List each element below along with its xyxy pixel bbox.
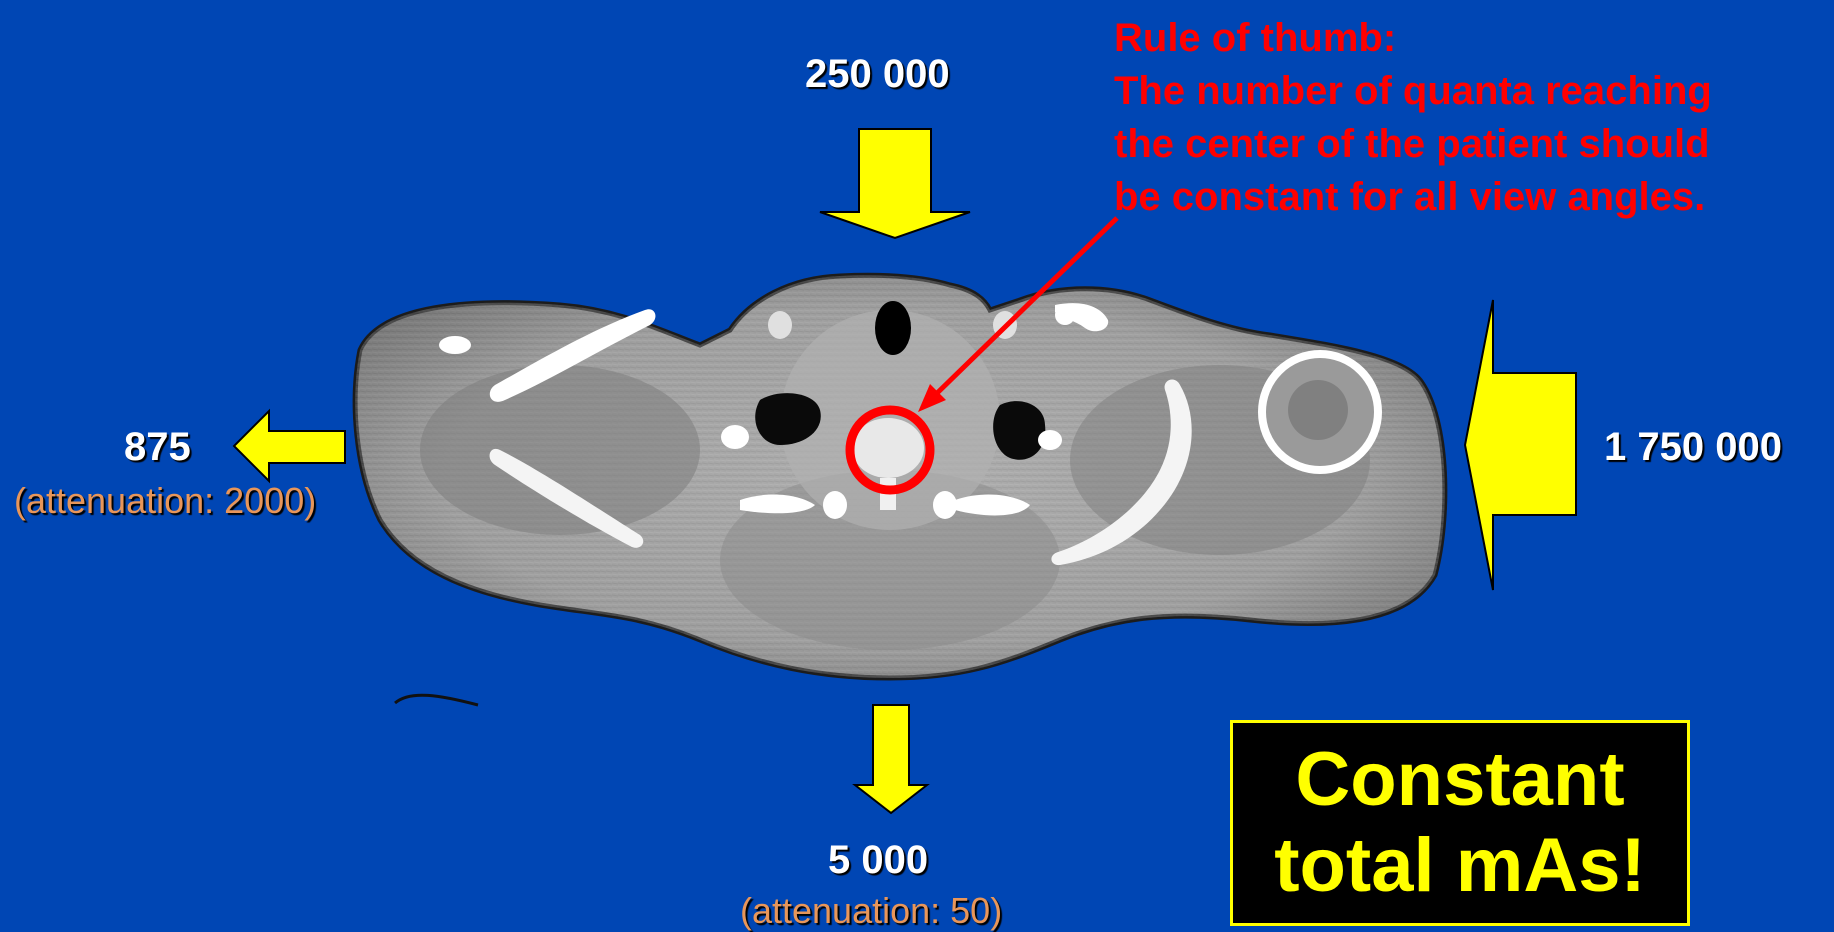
left-beam-arrow: [234, 411, 345, 481]
rule-line: be constant for all view angles.: [1114, 171, 1712, 224]
top-beam-value: 250 000: [805, 52, 950, 97]
bottom-beam-arrow: [855, 705, 927, 813]
right-lung-apex: [993, 401, 1045, 460]
left-beam-value: 875: [124, 425, 191, 470]
rule-line: Rule of thumb:: [1114, 12, 1712, 65]
callout-line: Constant: [1233, 737, 1687, 823]
rule-line: The number of quanta reaching: [1114, 65, 1712, 118]
bottom-beam-attenuation: (attenuation: 50): [740, 890, 1002, 932]
callout-line: total mAs!: [1233, 823, 1687, 909]
right-beam-value: 1 750 000: [1604, 425, 1782, 470]
right-beam-arrow: [1465, 300, 1576, 590]
rule-line: the center of the patient should: [1114, 118, 1712, 171]
trachea: [875, 301, 911, 355]
top-beam-arrow: [820, 129, 970, 238]
rule-of-thumb-text: Rule of thumb: The number of quanta reac…: [1114, 12, 1712, 224]
bottom-beam-value: 5 000: [828, 838, 928, 883]
left-beam-attenuation: (attenuation: 2000): [14, 480, 316, 522]
table-edge: [395, 695, 478, 705]
constant-mas-callout: Constant total mAs!: [1230, 720, 1690, 926]
